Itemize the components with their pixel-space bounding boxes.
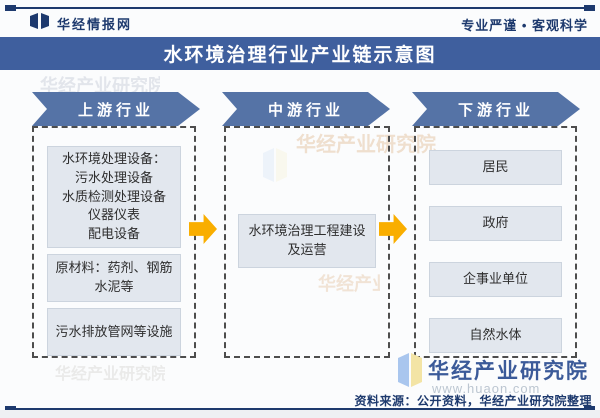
banner-downstream-label: 下游行业 xyxy=(457,101,534,119)
banner-downstream: 下游行业 xyxy=(412,92,580,126)
top-rule-right-cap xyxy=(584,5,595,11)
bottom-rule xyxy=(8,408,592,410)
bottom-rule-right-cap xyxy=(584,406,595,412)
downstream-node-residents: 居民 xyxy=(429,150,562,185)
upstream-node-pipe-network: 污水排放管网等设施 xyxy=(47,308,181,356)
header-tagline: 专业严谨 • 客观科学 xyxy=(461,18,588,33)
title-bar: 水环境治理行业产业链示意图 xyxy=(0,37,600,70)
brand-name: 华经情报网 xyxy=(57,17,133,32)
downstream-node-natural-water: 自然水体 xyxy=(429,318,562,353)
book-logo-icon xyxy=(397,351,423,394)
top-rule-left-cap xyxy=(5,5,16,11)
downstream-group: 居民 政府 企事业单位 自然水体 xyxy=(414,126,577,358)
header-brand: 华经情报网 xyxy=(30,13,132,34)
top-rule xyxy=(8,7,592,9)
background-watermark: 华经产业研究院 xyxy=(55,366,165,383)
banner-midstream-label: 中游行业 xyxy=(267,101,344,119)
brand-logo-icon xyxy=(30,13,50,34)
data-source-note: 资料来源：公开资料，华经产业研究院整理 xyxy=(354,394,592,408)
banner-upstream: 上游行业 xyxy=(32,92,200,126)
upstream-group: 水环境处理设备： 污水处理设备 水质检测处理设备 仪器仪表 配电设备 原材料：药… xyxy=(32,126,196,358)
upstream-node-equipment: 水环境处理设备： 污水处理设备 水质检测处理设备 仪器仪表 配电设备 xyxy=(47,146,181,248)
bottom-rule-left-cap xyxy=(5,406,16,412)
banner-midstream: 中游行业 xyxy=(222,92,390,126)
footer-url-watermark: www.huaon.com xyxy=(432,381,541,396)
upstream-node-raw-materials: 原材料：药剂、钢筋水泥等 xyxy=(47,254,181,302)
midstream-node-construction-operation: 水环境治理工程建设及运营 xyxy=(238,214,376,268)
page-title: 水环境治理行业产业链示意图 xyxy=(163,45,437,66)
banner-upstream-label: 上游行业 xyxy=(77,101,154,119)
midstream-group: 水环境治理工程建设及运营 xyxy=(224,126,390,358)
footer-band xyxy=(0,410,600,418)
downstream-node-enterprises: 企事业单位 xyxy=(429,262,562,297)
footer-brand-name: 华经产业研究院 xyxy=(428,360,589,383)
background-watermark-book-icon xyxy=(262,146,288,189)
downstream-node-government: 政府 xyxy=(429,206,562,241)
